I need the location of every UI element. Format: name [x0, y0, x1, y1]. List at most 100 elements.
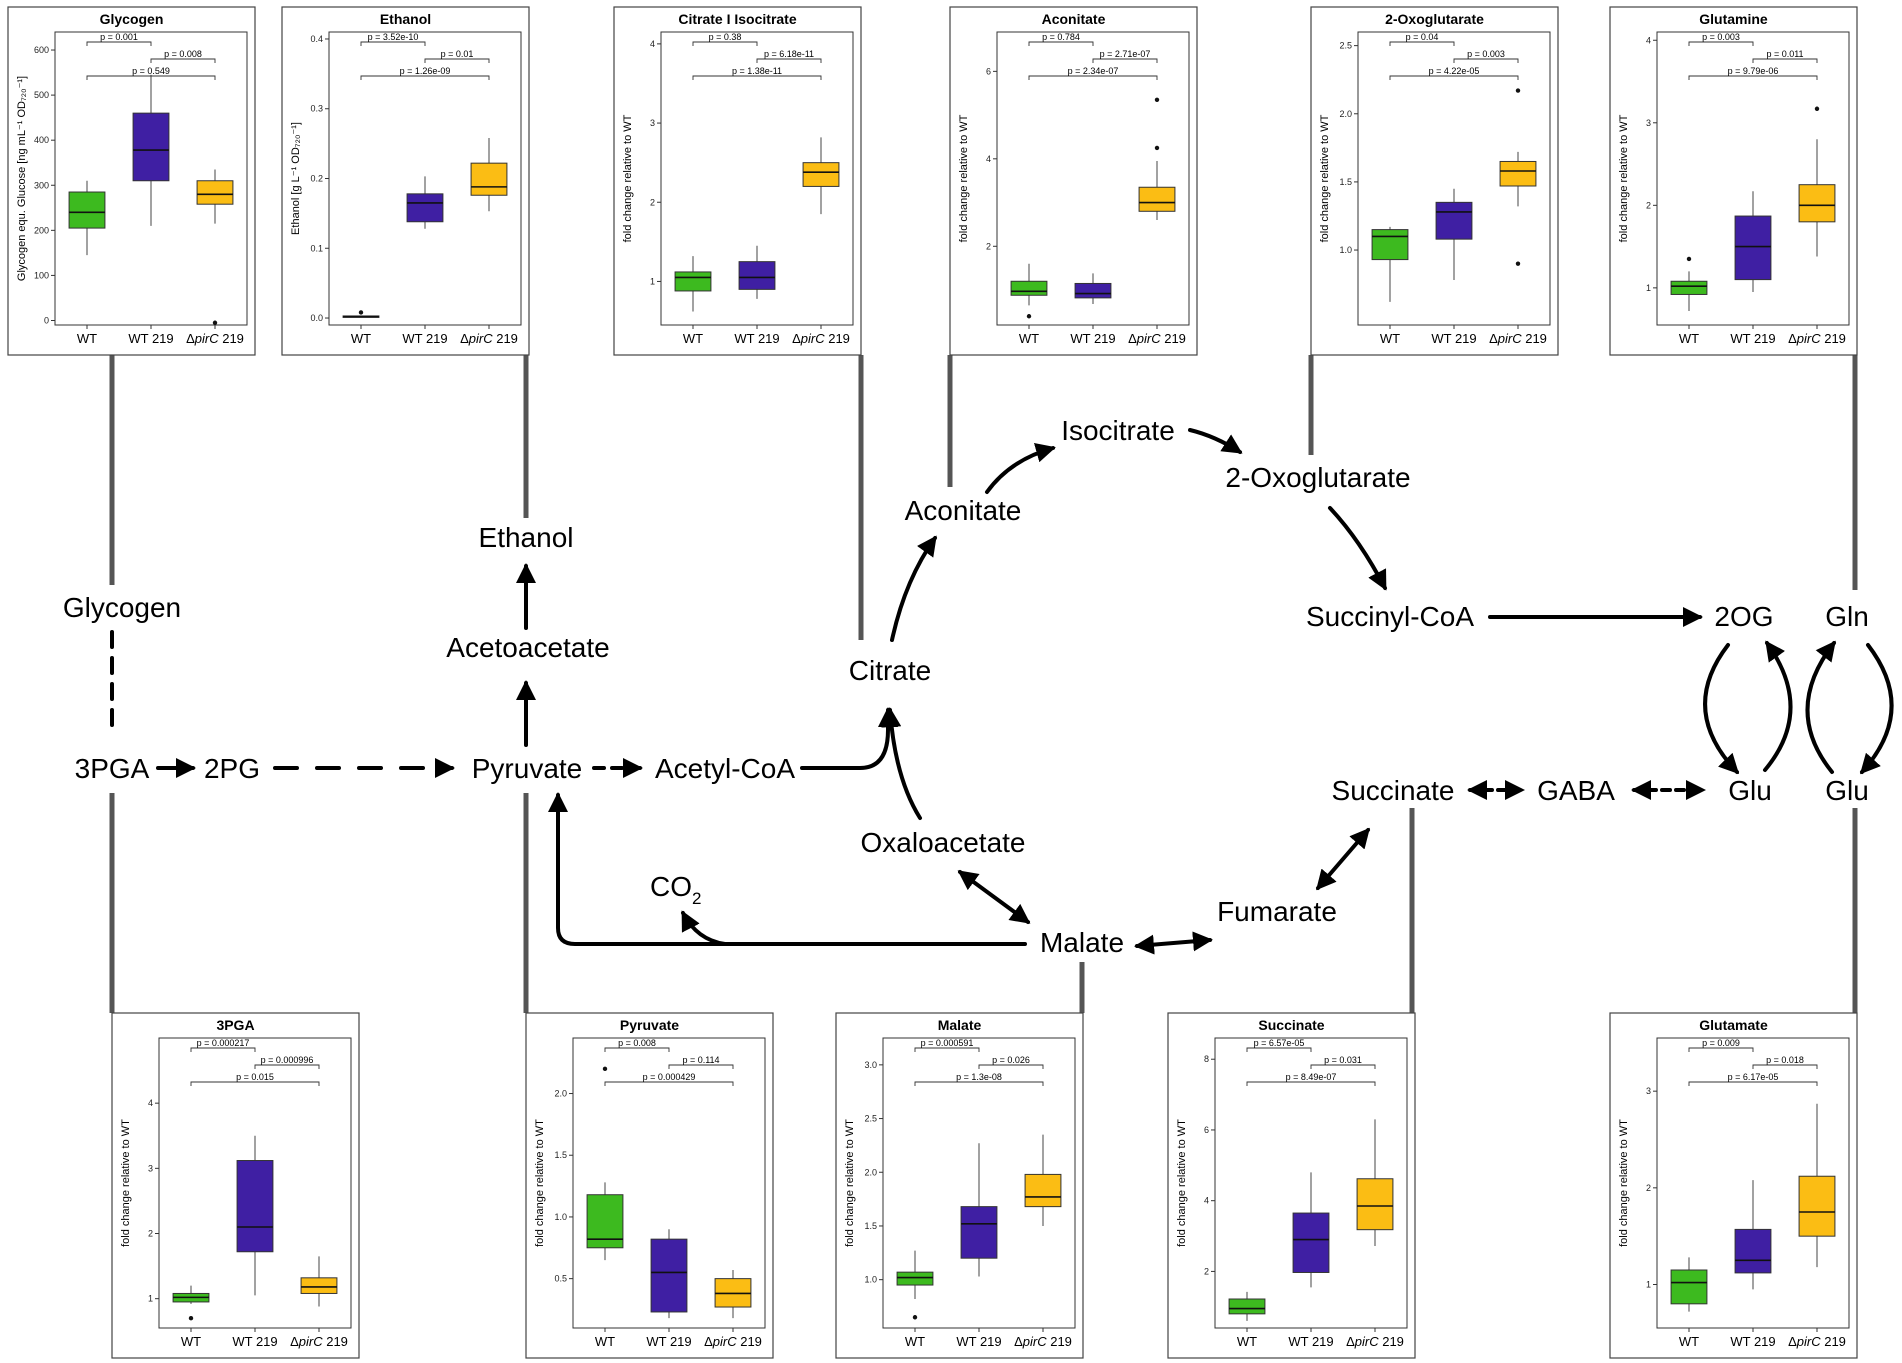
pvalue-label: p = 0.000429 — [643, 1072, 696, 1082]
y-axis-label: fold change relative to WT — [120, 1119, 132, 1247]
y-tick-label: 6 — [986, 66, 991, 76]
outlier-point — [1154, 145, 1160, 151]
bracket-line — [692, 41, 758, 46]
panel-title: Aconitate — [1042, 11, 1106, 27]
y-tick-label: 3 — [1646, 118, 1651, 128]
y-tick-label: 2.0 — [554, 1089, 567, 1099]
pvalue-bracket: p = 2.71e-07 — [1092, 49, 1158, 63]
box-body — [802, 162, 840, 187]
pvalue-bracket: p = 0.784 — [1028, 32, 1094, 46]
y-axis-label: Glycogen equ. Glucose [ng mL⁻¹ OD₇₂₀⁻¹] — [16, 76, 28, 281]
panel-title: Glutamine — [1699, 11, 1768, 27]
y-axis-label: fold change relative to WT — [1618, 114, 1630, 242]
y-tick-label: 0.3 — [310, 104, 323, 114]
node-isocitrate: Isocitrate — [1061, 415, 1175, 446]
y-tick-label: 1.5 — [1339, 177, 1352, 187]
y-tick-label: 0.0 — [310, 313, 323, 323]
pvalue-bracket: p = 3.52e-10 — [360, 32, 426, 46]
bracket-line — [1028, 41, 1094, 46]
pvalue-bracket: p = 0.000591 — [914, 1038, 980, 1052]
node-aconitate: Aconitate — [905, 495, 1022, 526]
box-wt — [1670, 256, 1708, 311]
bracket-line — [1028, 75, 1158, 80]
y-tick-label: 2.5 — [1339, 41, 1352, 51]
y-tick-label: 2 — [1204, 1266, 1209, 1276]
arrow-glu-2og — [1763, 640, 1793, 772]
pvalue-bracket: p = 4.22e-05 — [1389, 66, 1519, 80]
box-wt — [1010, 263, 1048, 319]
outlier-point — [1154, 97, 1160, 102]
node-glycogen: Glycogen — [63, 592, 181, 623]
pvalue-label: p = 0.031 — [1324, 1055, 1362, 1065]
bracket-line — [1246, 1081, 1376, 1086]
box-wt-219 — [650, 1229, 688, 1319]
panel-title: Pyruvate — [620, 1017, 679, 1033]
panel-title: Glutamate — [1699, 1017, 1768, 1033]
outlier-point — [188, 1316, 194, 1321]
y-tick-label: 0.4 — [310, 34, 323, 44]
pvalue-bracket: p = 0.38 — [692, 32, 758, 46]
y-tick-label: 4 — [1646, 35, 1651, 45]
outlier-point — [602, 1066, 608, 1072]
x-tick-label: ΔpirC 219 — [1788, 1334, 1846, 1349]
x-tick-label: WT 219 — [956, 1334, 1001, 1349]
arrow-co2-release — [681, 910, 727, 946]
x-tick-label: ΔpirC 219 — [1014, 1334, 1072, 1349]
outlier-point — [1515, 88, 1521, 93]
box-wt — [674, 256, 712, 312]
pvalue-label: p = 0.000217 — [197, 1038, 250, 1048]
y-tick-label: 500 — [34, 90, 49, 100]
box-wt-219 — [236, 1135, 274, 1296]
bracket-line — [692, 75, 822, 80]
y-tick-label: 2 — [986, 241, 991, 251]
x-tick-label: ΔpirC 219 — [1489, 331, 1547, 346]
pvalue-bracket: p = 0.000429 — [604, 1072, 734, 1086]
y-tick-label: 1 — [1646, 1280, 1651, 1290]
y-tick-label: 0.2 — [310, 174, 323, 184]
node-succinate: Succinate — [1332, 775, 1455, 806]
y-tick-label: 2 — [148, 1229, 153, 1239]
box-pirc-219 — [196, 169, 234, 325]
pvalue-bracket: p = 0.026 — [978, 1055, 1044, 1069]
pvalue-bracket: p = 0.000217 — [190, 1038, 256, 1052]
y-tick-label: 8 — [1204, 1054, 1209, 1064]
pvalue-label: p = 0.001 — [100, 32, 138, 42]
box-body — [674, 271, 712, 292]
y-axis-label: fold change relative to WT — [1176, 1119, 1188, 1247]
box-pirc-219 — [1138, 97, 1176, 221]
box-body — [1734, 215, 1772, 281]
panel-frame — [949, 6, 1198, 356]
y-tick-label: 2.5 — [864, 1114, 877, 1124]
node-ethanol: Ethanol — [479, 522, 574, 553]
x-tick-label: ΔpirC 219 — [290, 1334, 348, 1349]
box-body — [1435, 201, 1473, 240]
y-tick-label: 2 — [1646, 200, 1651, 210]
pvalue-bracket: p = 1.3e-08 — [914, 1072, 1044, 1086]
panel-connectors — [109, 355, 1858, 1013]
bracket-line — [190, 1047, 256, 1052]
pvalue-bracket: p = 0.114 — [668, 1055, 734, 1069]
outlier-point — [1814, 106, 1820, 111]
node-pyruvate: Pyruvate — [472, 753, 583, 784]
pvalue-label: p = 0.784 — [1042, 32, 1080, 42]
x-tick-label: ΔpirC 219 — [1128, 331, 1186, 346]
pvalue-label: p = 2.71e-07 — [1100, 49, 1151, 59]
arrow-succinate-fumarate — [1316, 827, 1370, 891]
pvalue-label: p = 2.34e-07 — [1068, 66, 1119, 76]
y-tick-label: 4 — [148, 1098, 153, 1108]
pvalue-bracket: p = 0.003 — [1688, 32, 1754, 46]
panel-title: Glycogen — [100, 11, 164, 27]
y-tick-label: 4 — [1204, 1196, 1209, 1206]
box-body — [1734, 1228, 1772, 1274]
pvalue-label: p = 1.38e-11 — [732, 66, 782, 76]
bracket-line — [756, 58, 822, 63]
box-wt — [68, 180, 106, 256]
x-tick-label: WT 219 — [734, 331, 779, 346]
pvalue-label: p = 0.549 — [132, 66, 170, 76]
x-tick-label: WT — [1679, 1334, 1699, 1349]
